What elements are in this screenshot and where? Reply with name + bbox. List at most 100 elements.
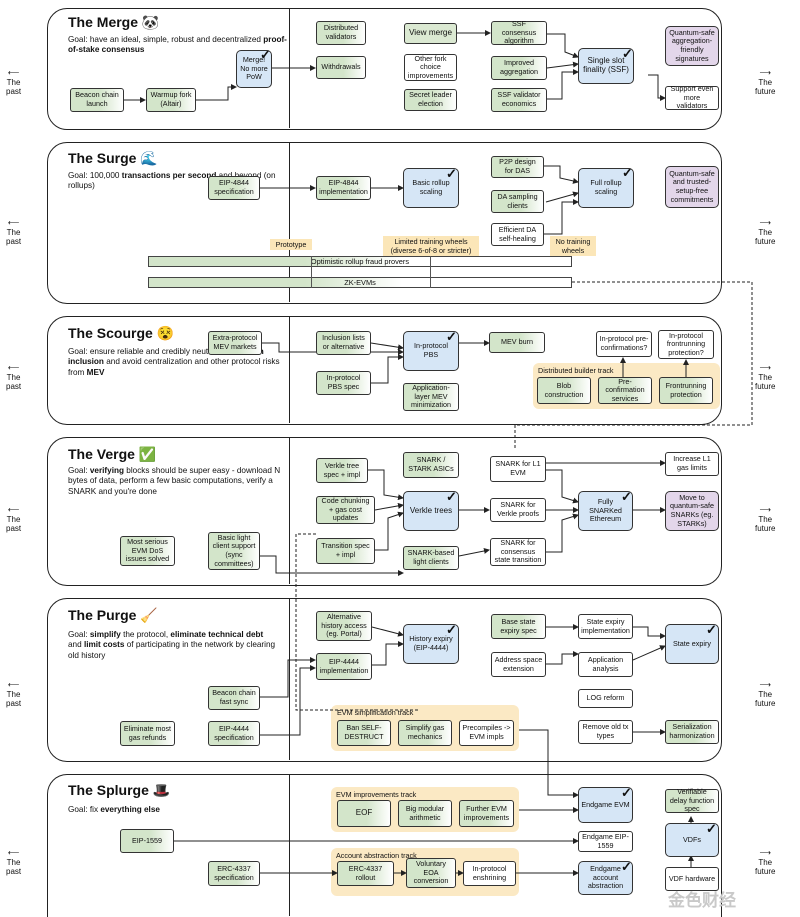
basic-light-client-node[interactable]: Basic light client support (sync committ…	[208, 532, 260, 570]
quantum-safe-commitments-node[interactable]: Quantum-safe and trusted-setup-free comm…	[665, 166, 719, 208]
snark-asics-node[interactable]: SNARK / STARK ASICs	[403, 452, 459, 478]
history-expiry-node[interactable]: History expiry (EIP-4444)	[403, 624, 459, 664]
preconfirmation-services-node[interactable]: Pre-confirmation services	[598, 377, 652, 404]
distributed-validators-node[interactable]: Distributed validators	[316, 21, 366, 45]
beacon-chain-launch-node[interactable]: Beacon chain launch	[70, 88, 124, 112]
view-merge-node[interactable]: View merge	[404, 23, 457, 44]
alternative-history-node[interactable]: Alternative history access (eg. Portal)	[316, 611, 372, 641]
goal-text: MEV	[86, 367, 105, 377]
remove-old-tx-node[interactable]: Remove old tx types	[578, 720, 633, 744]
checkmark-icon: ✅	[138, 446, 157, 462]
single-slot-finality-node[interactable]: Single slot finality (SSF)	[578, 48, 634, 84]
log-reform-node[interactable]: LOG reform	[578, 689, 633, 708]
snark-l1-evm-node[interactable]: SNARK for L1 EVM	[490, 456, 546, 482]
mev-burn-node[interactable]: MEV burn	[489, 332, 545, 353]
past-text: The past	[6, 372, 22, 392]
eip-1559-node[interactable]: EIP-1559	[120, 829, 174, 853]
right-arrow-icon: ⟶	[759, 505, 771, 514]
in-protocol-preconf-node[interactable]: In-protocol pre-confirmations?	[596, 331, 652, 357]
fully-snarked-ethereum-node[interactable]: Fully SNARKed Ethereum	[578, 491, 633, 531]
extra-protocol-mev-node[interactable]: Extra-protocol MEV markets	[208, 331, 262, 355]
prototype-label: Prototype	[270, 239, 312, 250]
erc-4337-rollout-node[interactable]: ERC-4337 rollout	[337, 861, 394, 886]
endgame-aa-node[interactable]: Endgame account abstraction	[578, 861, 633, 895]
ssf-consensus-node[interactable]: SSF consensus algorithm	[491, 19, 547, 45]
panda-icon: 🐼	[141, 14, 160, 30]
serialization-node[interactable]: Serialization harmonization	[665, 720, 719, 744]
frontrunning-protection-node[interactable]: Frontrunning protection	[659, 377, 713, 404]
check-icon: ✓	[260, 47, 271, 62]
code-chunking-node[interactable]: Code chunking + gas cost updates	[316, 496, 375, 524]
other-fork-choice-node[interactable]: Other fork choice improvements	[404, 54, 457, 81]
p2p-das-node[interactable]: P2P design for DAS	[491, 156, 544, 178]
secret-leader-election-node[interactable]: Secret leader election	[404, 89, 457, 111]
verkle-spec-node[interactable]: Verkle tree spec + impl	[316, 458, 368, 483]
application-layer-mev-node[interactable]: Application-layer MEV minimization	[403, 383, 459, 411]
snark-verkle-proofs-node[interactable]: SNARK for Verkle proofs	[490, 498, 546, 522]
warmup-fork-node[interactable]: Warmup fork (Altair)	[146, 88, 196, 112]
precompiles-node[interactable]: Precompiles -> EVM impls	[459, 720, 514, 746]
snark-light-clients-node[interactable]: SNARK-based light clients	[403, 546, 459, 570]
pbs-spec-node[interactable]: In-protocol PBS spec	[316, 371, 371, 395]
inclusion-lists-node[interactable]: Inclusion lists or alternative	[316, 331, 371, 355]
merge-node[interactable]: Merge! No more PoW	[236, 50, 272, 88]
state-expiry-impl-node[interactable]: State expiry implementation	[578, 614, 633, 639]
broom-icon: 🧹	[140, 607, 158, 623]
beacon-fast-sync-node[interactable]: Beacon chain fast sync	[208, 686, 260, 710]
address-space-node[interactable]: Address space extension	[491, 652, 546, 677]
improved-aggregation-node[interactable]: Improved aggregation	[491, 56, 547, 80]
application-analysis-node[interactable]: Application analysis	[578, 652, 633, 677]
endgame-evm-node[interactable]: Endgame EVM	[578, 787, 633, 823]
basic-rollup-scaling-node[interactable]: Basic rollup scaling	[403, 168, 459, 208]
future-text: The future	[755, 77, 776, 97]
eip-4444-spec-node[interactable]: EIP-4444 specification	[208, 721, 260, 746]
future-text: The future	[755, 372, 776, 392]
in-protocol-frontrunning-node[interactable]: In-protocol frontrunning protection?	[658, 330, 714, 359]
zk-evms-bar[interactable]: ZK-EVMs	[148, 277, 572, 288]
full-rollup-scaling-node[interactable]: Full rollup scaling	[578, 168, 634, 208]
verkle-trees-node[interactable]: Verkle trees	[403, 491, 459, 531]
efficient-da-node[interactable]: Efficient DA self-healing	[491, 223, 544, 246]
ssf-validator-economics-node[interactable]: SSF validator economics	[491, 88, 547, 112]
check-icon: ✓	[446, 622, 457, 637]
fraud-provers-bar[interactable]: Optimistic rollup fraud provers	[148, 256, 572, 267]
eip-4844-impl-node[interactable]: EIP-4844 implementation	[316, 176, 371, 200]
right-arrow-icon: ⟶	[759, 68, 771, 77]
further-evm-node[interactable]: Further EVM improvements	[459, 800, 514, 827]
endgame-eip1559-node[interactable]: Endgame EIP-1559	[578, 831, 633, 852]
past-label: ⟵The past	[6, 68, 21, 97]
quantum-safe-snarks-node[interactable]: Move to quantum-safe SNARKs (eg. STARKs)	[665, 491, 719, 531]
evm-dos-node[interactable]: Most serious EVM DoS issues solved	[120, 536, 175, 566]
eip-4444-impl-node[interactable]: EIP-4444 implementation	[316, 653, 372, 680]
support-more-validators-node[interactable]: Support even more validators	[665, 84, 719, 110]
snark-consensus-node[interactable]: SNARK for consensus state transition	[490, 538, 546, 566]
right-arrow-icon: ⟶	[759, 848, 771, 857]
withdrawals-node[interactable]: Withdrawals	[316, 56, 366, 79]
state-expiry-node[interactable]: State expiry	[665, 624, 719, 664]
vdf-spec-node[interactable]: Verifiable delay function spec	[665, 787, 719, 813]
transition-spec-node[interactable]: Transition spec + impl	[316, 538, 375, 564]
big-modular-node[interactable]: Big modular arithmetic	[398, 800, 452, 827]
quantum-safe-aggregation-node[interactable]: Quantum-safe aggregation-friendly signat…	[665, 26, 719, 66]
goal-text: eliminate technical debt	[170, 630, 264, 639]
eof-node[interactable]: EOF	[337, 800, 391, 827]
past-label: ⟵The past	[6, 848, 21, 877]
simplify-gas-node[interactable]: Simplify gas mechanics	[398, 720, 452, 746]
divider	[289, 598, 290, 760]
da-sampling-clients-node[interactable]: DA sampling clients	[491, 190, 544, 213]
blob-construction-node[interactable]: Blob construction	[537, 377, 591, 404]
voluntary-eoa-node[interactable]: Voluntary EOA conversion	[406, 858, 456, 888]
erc-4337-spec-node[interactable]: ERC-4337 specification	[208, 861, 260, 886]
increase-gas-limits-node[interactable]: Increase L1 gas limits	[665, 452, 719, 476]
vdfs-node[interactable]: VDFs	[665, 823, 719, 857]
ban-selfdestruct-node[interactable]: Ban SELF-DESTRUCT	[337, 720, 391, 746]
eip-4844-spec-node[interactable]: EIP-4844 specification	[208, 176, 260, 200]
future-text: The future	[755, 857, 776, 877]
goal-text: Goal: ensure reliable and credibly neutr…	[68, 347, 220, 356]
gas-refunds-node[interactable]: Eliminate most gas refunds	[120, 721, 175, 746]
in-protocol-pbs-node[interactable]: In-protocol PBS	[403, 331, 459, 371]
vdf-hardware-node[interactable]: VDF hardware	[665, 867, 719, 891]
base-state-expiry-node[interactable]: Base state expiry spec	[491, 614, 546, 639]
in-protocol-enshrining-node[interactable]: In-protocol enshrining	[463, 861, 516, 886]
